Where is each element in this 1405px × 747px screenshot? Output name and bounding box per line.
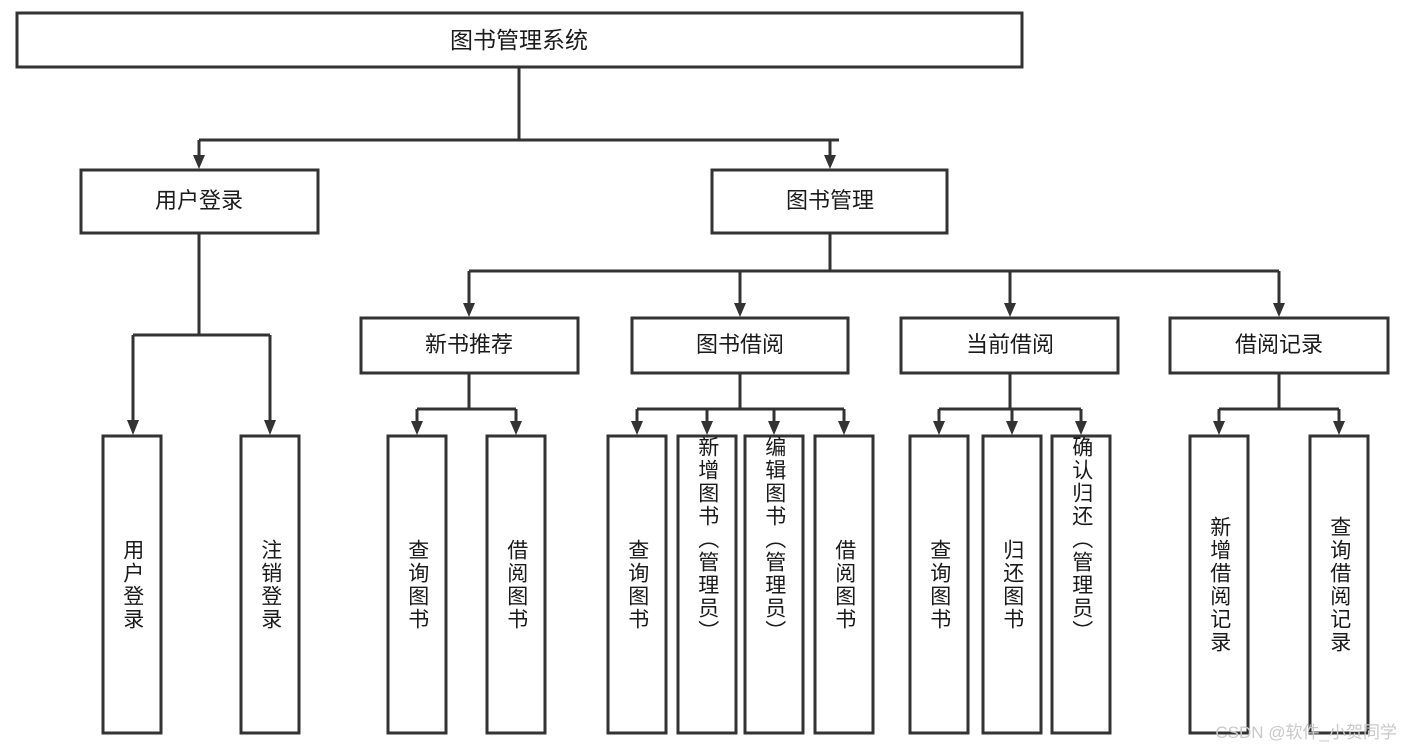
- node-leaf-add-record-box[interactable]: [1188, 434, 1250, 735]
- arrow-leaf-add-record: [1213, 421, 1225, 435]
- node-new-book-recommend-label: 新书推荐: [425, 332, 513, 357]
- arrow-book-manage: [824, 155, 836, 169]
- node-leaf-return-book-box[interactable]: [981, 434, 1043, 735]
- arrow-leaf-add-book: [701, 421, 713, 435]
- node-root-box[interactable]: [15, 11, 1024, 69]
- node-leaf-query-book-3-box[interactable]: [908, 434, 970, 735]
- node-leaf-borrow-book-2-box[interactable]: [813, 434, 875, 735]
- watermark: CSDN @软件_小贺同学: [1215, 723, 1397, 742]
- node-new-book-recommend-box[interactable]: [359, 316, 580, 375]
- node-book-borrow-box[interactable]: [630, 316, 850, 375]
- node-leaf-add-book-box[interactable]: [676, 434, 738, 735]
- node-leaf-query-book-1-box[interactable]: [386, 434, 448, 735]
- connector-book-manage-to-level3: [463, 233, 1285, 317]
- node-book-manage[interactable]: 图书管理: [710, 168, 949, 235]
- node-borrow-record[interactable]: 借阅记录: [1168, 316, 1390, 375]
- node-book-borrow[interactable]: 图书借阅: [630, 316, 850, 375]
- arrow-leaf-query-record: [1333, 421, 1345, 435]
- node-current-borrow[interactable]: 当前借阅: [899, 316, 1120, 375]
- node-new-book-recommend[interactable]: 新书推荐: [359, 316, 580, 375]
- node-current-borrow-label: 当前借阅: [966, 332, 1054, 357]
- node-user-login[interactable]: 用户登录: [79, 168, 320, 235]
- node-leaf-edit-book-box[interactable]: [743, 434, 805, 735]
- arrow-leaf-query-book-3: [933, 421, 945, 435]
- arrow-borrow-record: [1273, 303, 1285, 317]
- node-leaf-query-book-2-box[interactable]: [606, 434, 668, 735]
- node-borrow-record-box[interactable]: [1168, 316, 1390, 375]
- arrow-book-borrow: [734, 303, 746, 317]
- leaf-boxes: [101, 434, 1370, 735]
- arrow-leaf-borrow-book-1: [510, 421, 522, 435]
- node-leaf-user-login-box[interactable]: [101, 434, 163, 735]
- node-book-manage-box[interactable]: [710, 168, 949, 235]
- connector-borrow-record-to-leaves: [1213, 373, 1345, 435]
- arrow-leaf-borrow-book-2: [838, 421, 850, 435]
- node-book-borrow-label: 图书借阅: [696, 332, 784, 357]
- arrow-user-login: [193, 155, 205, 169]
- arrow-leaf-return-book: [1006, 421, 1018, 435]
- arrow-leaf-edit-book: [768, 421, 780, 435]
- node-leaf-confirm-return-box[interactable]: [1050, 434, 1112, 735]
- connector-root-to-level2: [193, 67, 839, 169]
- node-leaf-user-logout-box[interactable]: [239, 434, 301, 735]
- connector-user-login-to-leaves: [127, 233, 276, 435]
- node-user-login-box[interactable]: [79, 168, 320, 235]
- node-leaf-query-record-box[interactable]: [1308, 434, 1370, 735]
- node-borrow-record-label: 借阅记录: [1235, 332, 1323, 357]
- node-leaf-borrow-book-1-box[interactable]: [485, 434, 547, 735]
- node-root[interactable]: 图书管理系统: [15, 11, 1024, 69]
- arrow-leaf-user-login: [127, 420, 139, 435]
- arrow-leaf-query-book-2: [631, 421, 643, 435]
- arrow-new-book-recommend: [463, 303, 475, 317]
- node-root-label: 图书管理系统: [450, 27, 588, 53]
- node-current-borrow-box[interactable]: [899, 316, 1120, 375]
- connector-book-borrow-to-leaves: [631, 373, 850, 435]
- arrow-current-borrow: [1004, 303, 1016, 317]
- connector-current-borrow-to-leaves: [933, 373, 1087, 435]
- arrow-leaf-query-book-1: [411, 421, 423, 435]
- arrow-leaf-user-logout: [264, 420, 276, 435]
- node-user-login-label: 用户登录: [155, 188, 243, 213]
- connector-new-book-recommend-to-leaves: [411, 373, 522, 435]
- arrow-leaf-confirm-return: [1075, 421, 1087, 435]
- node-book-manage-label: 图书管理: [786, 188, 874, 213]
